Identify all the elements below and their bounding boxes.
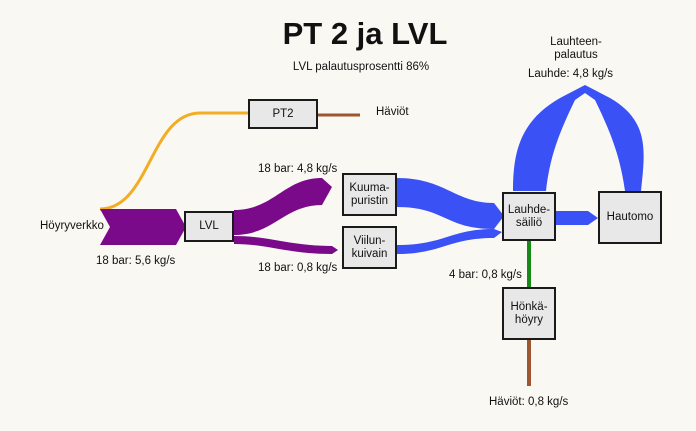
label-lauhteenpalautus-line1: Lauhteen- <box>550 36 602 48</box>
node-kuumapuristin: Kuuma- puristin <box>342 173 397 216</box>
node-hautomo-label: Hautomo <box>606 211 654 223</box>
label-haviot-bottom: Häviöt: 0,8 kg/s <box>489 396 569 408</box>
node-lvl-label: LVL <box>199 220 219 232</box>
condensate-to-hautomo-flow <box>556 211 598 225</box>
node-pt2: PT2 <box>248 99 318 129</box>
label-to-press: 18 bar: 4,8 kg/s <box>258 163 338 175</box>
node-lauhdesailio: Lauhde- säiliö <box>502 192 556 241</box>
pt2-steam-line <box>99 111 248 211</box>
node-honkahoyry-line2: höyry <box>514 313 544 326</box>
label-lauhteenpalautus: Lauhteen- palautus <box>541 36 611 62</box>
condensate-from-dryer-flow <box>397 229 502 254</box>
node-viilunkuivain-line1: Viilun- <box>353 234 386 247</box>
node-honkahoyry-line1: Hönkä- <box>510 300 548 313</box>
node-hautomo: Hautomo <box>598 191 662 244</box>
steam-to-press-flow <box>234 178 332 235</box>
node-kuumapuristin-line2: puristin <box>350 194 389 207</box>
node-pt2-label: PT2 <box>272 107 294 120</box>
label-supply: 18 bar: 5,6 kg/s <box>96 255 176 267</box>
node-honkahoyry: Hönkä- höyry <box>502 287 556 340</box>
node-viilunkuivain-line2: kuivain <box>351 247 388 260</box>
label-haviot-top: Häviöt <box>376 106 409 118</box>
node-lvl: LVL <box>184 211 234 242</box>
node-kuumapuristin-line1: Kuuma- <box>349 181 390 194</box>
node-viilunkuivain: Viilun- kuivain <box>342 226 397 269</box>
diagram-subtitle: LVL palautusprosentti 86% <box>292 61 430 73</box>
node-lauhdesailio-line2: säiliö <box>515 216 543 229</box>
label-hoyryverkko: Höyryverkko <box>40 220 104 232</box>
steam-network-flow <box>100 209 186 245</box>
condensate-from-press-flow <box>397 178 504 229</box>
node-lauhdesailio-line1: Lauhde- <box>507 203 551 216</box>
steam-to-dryer-flow <box>234 236 338 254</box>
diagram-title: PT 2 ja LVL <box>282 16 448 51</box>
label-lauhde: Lauhde: 4,8 kg/s <box>528 68 614 80</box>
label-vent: 4 bar: 0,8 kg/s <box>449 269 522 281</box>
label-lauhteenpalautus-line2: palautus <box>554 49 598 61</box>
condensate-return-flow <box>513 85 644 191</box>
label-to-dryer: 18 bar: 0,8 kg/s <box>258 262 338 274</box>
